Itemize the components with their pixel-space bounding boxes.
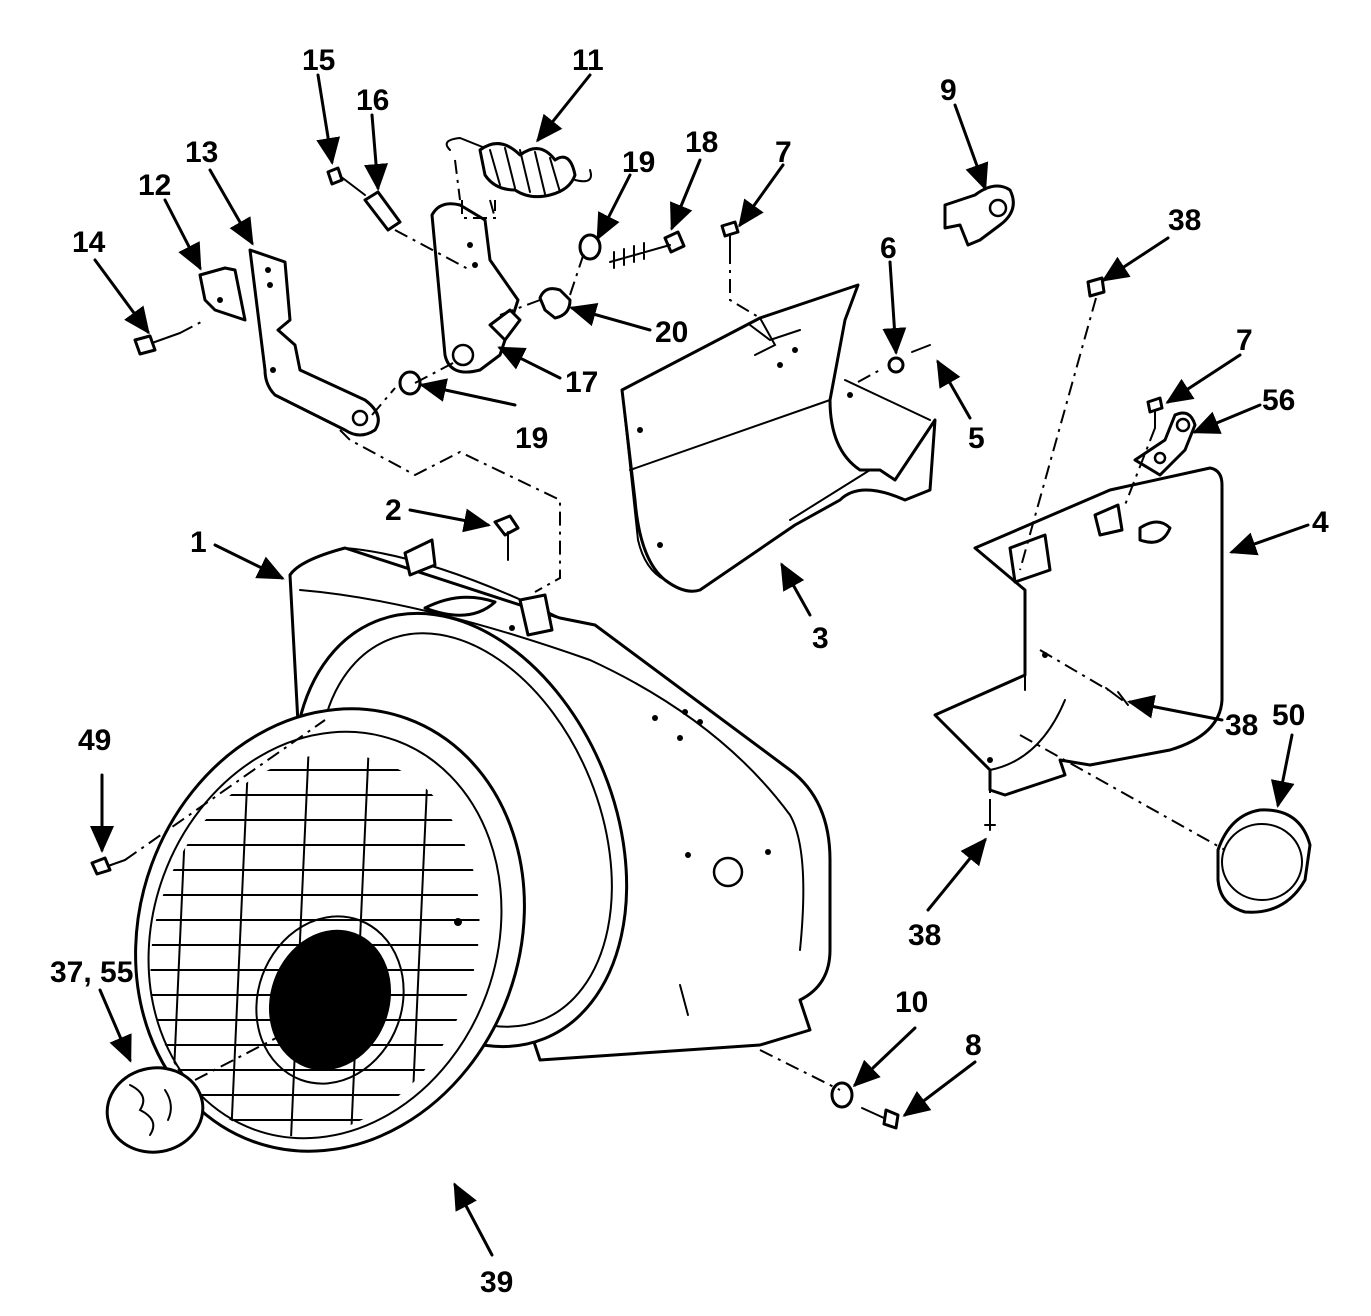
callout-8: 8 [965,1029,982,1062]
callout-39: 39 [480,1266,513,1299]
callout-18: 18 [685,126,718,159]
spring [445,136,592,199]
callout-16: 16 [356,84,389,117]
cable-clamp [943,184,1015,247]
hardware [90,166,1164,1130]
decal-disk [105,1009,331,1154]
callout-6: 6 [880,232,897,265]
callout-12: 12 [138,169,171,202]
knob [1216,808,1312,914]
callout-9: 9 [940,74,957,107]
callout-14: 14 [72,226,106,259]
bracket-56 [1133,411,1197,477]
callout-50: 50 [1272,699,1305,732]
callout-3: 3 [812,622,829,655]
callout-7-right: 7 [1236,324,1253,357]
link-bracket [248,248,380,437]
callout-49: 49 [78,724,111,757]
baffle-plate [933,466,1224,797]
small-bracket [198,266,247,322]
callout-19-bottom: 19 [515,422,548,455]
assembly-leaders [124,159,1226,1091]
callout-20: 20 [655,316,688,349]
callout-15: 15 [302,44,335,77]
callout-19-top: 19 [622,146,655,179]
grille-screen [120,707,526,1161]
callout-38-bottom: 38 [908,919,941,952]
governor-lever [430,202,522,374]
callout-56: 56 [1262,384,1295,417]
shroud-panel [620,283,937,593]
callout-5: 5 [968,422,985,455]
callout-7-top: 7 [775,136,792,169]
callout-38-top: 38 [1168,204,1201,237]
callout-13: 13 [185,136,218,169]
callout-17: 17 [565,366,598,399]
callout-38-mid: 38 [1225,709,1258,742]
callout-11: 11 [572,44,604,77]
callout-10: 10 [895,986,928,1019]
callout-37-55: 37, 55 [50,956,133,989]
callout-4: 4 [1312,506,1329,539]
callout-1: 1 [190,526,207,559]
callout-2: 2 [385,494,402,527]
callout-labels: 1 2 3 4 5 6 7 7 8 9 10 11 12 13 14 15 16… [50,44,1329,1299]
callout-arrows [90,73,1310,1257]
